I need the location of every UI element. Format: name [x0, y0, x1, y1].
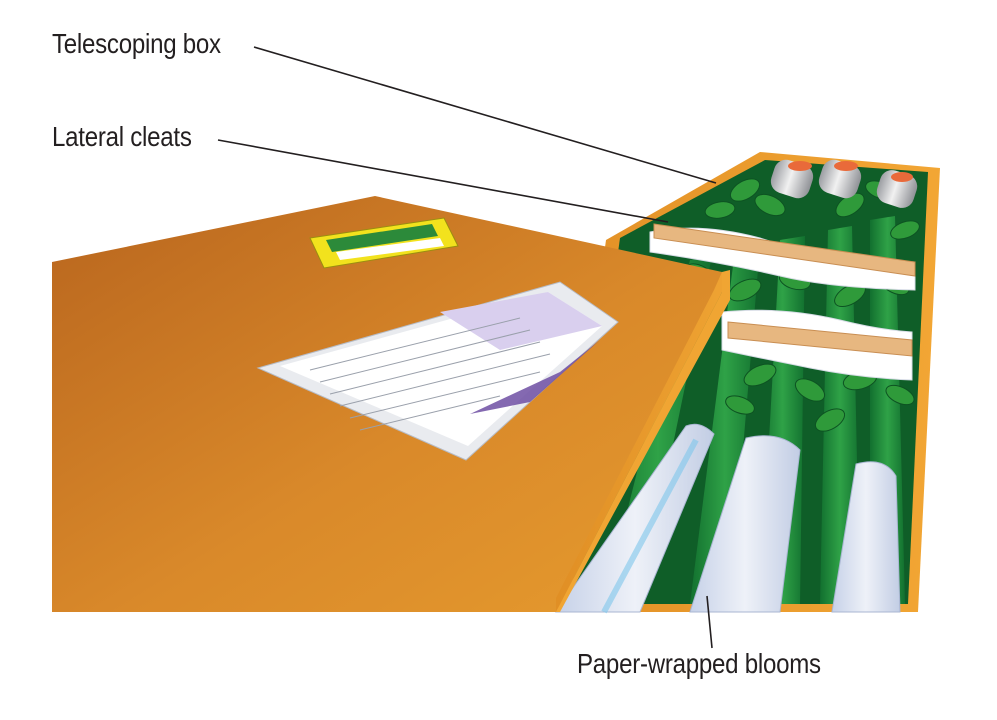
fragile-sticker: [309, 217, 459, 269]
bloom-heads: [770, 159, 918, 208]
label-telescoping-box: Telescoping box: [52, 28, 221, 59]
leader-lines: [217, 46, 717, 649]
label-paper-wrapped-blooms: Paper-wrapped blooms: [577, 648, 821, 679]
shipping-document-pouch: [256, 281, 619, 461]
paper-wrapped-blooms: [555, 423, 901, 614]
leader-lateral-cleats: [217, 139, 669, 223]
leader-telescoping-box: [253, 46, 717, 184]
leader-paper-wrapped-blooms: [706, 595, 713, 649]
label-lateral-cleats: Lateral cleats: [52, 121, 192, 152]
lateral-cleats: [649, 223, 916, 381]
